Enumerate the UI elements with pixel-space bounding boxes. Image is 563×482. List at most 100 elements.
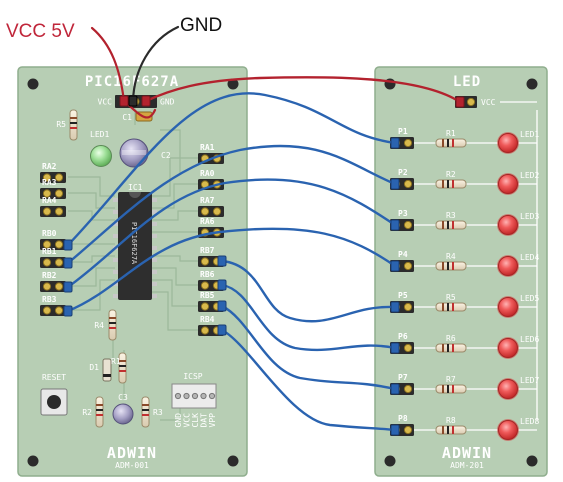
port-label: RB3 (42, 295, 57, 304)
ic-pin (152, 282, 157, 286)
ic-pin (113, 270, 118, 274)
port-ra4[interactable]: RA4 (40, 196, 66, 217)
icsp-label: ICSP (183, 372, 202, 381)
resistor (435, 343, 467, 353)
brand-label: ADWIN (107, 444, 157, 462)
resistor (435, 220, 467, 230)
port-label: RB2 (42, 271, 57, 280)
resistor (435, 138, 467, 148)
led-icon (498, 174, 518, 194)
ic-pin (113, 294, 118, 298)
d1-label: D1 (89, 363, 99, 372)
ic-pin (113, 222, 118, 226)
resistor-label: R8 (446, 416, 456, 425)
port-ra7[interactable]: RA7 (198, 196, 224, 217)
port-label: RB7 (200, 246, 215, 255)
mount-hole (27, 455, 39, 467)
resistor-label: R7 (446, 375, 456, 384)
power-led (90, 145, 112, 167)
r5-label: R5 (56, 120, 66, 129)
resistor-label: R4 (446, 252, 456, 261)
wire-rb1-p2[interactable] (66, 144, 397, 265)
led-icon (498, 379, 518, 399)
resistor-r3 (141, 396, 150, 428)
ic-pin (152, 258, 157, 262)
resistor-label: R2 (446, 170, 456, 179)
port-label: RA1 (200, 143, 215, 152)
wire-vcc-link[interactable] (144, 76, 462, 104)
icsp-pin-label: VPP (208, 413, 217, 428)
wire-plug (63, 239, 73, 251)
resistor (435, 179, 467, 189)
ic-pin (113, 258, 118, 262)
header-gnd-label: GND (160, 98, 175, 107)
led-board-title: LED (453, 74, 481, 90)
pin-label: P6 (398, 332, 408, 341)
port-rb2[interactable]: RB2 (40, 271, 66, 292)
wire-rb7-p5[interactable] (220, 259, 397, 323)
resistor-label: R1 (446, 129, 456, 138)
port-ra3[interactable]: RA3 (40, 178, 66, 199)
r1-label: R1 (111, 357, 121, 366)
led-label: LED8 (520, 417, 539, 426)
pin-label: P7 (398, 373, 408, 382)
led-label: LED3 (520, 212, 539, 221)
ic-pin (152, 210, 157, 214)
pin-label: P3 (398, 209, 408, 218)
led-label: LED7 (520, 376, 539, 385)
led1-label: LED1 (90, 130, 109, 139)
wire-plug (390, 178, 400, 190)
r2-label: R2 (82, 408, 92, 417)
icsp-pin-label: CLK (191, 413, 200, 428)
mount-hole (227, 78, 239, 90)
c2-label: C2 (161, 151, 171, 160)
port-rb1[interactable]: RB1 (40, 247, 66, 268)
resistor-r5 (69, 109, 78, 141)
pin-label: P4 (398, 250, 408, 259)
pin-label: P2 (398, 168, 408, 177)
wire-rb0-p1[interactable] (66, 92, 397, 247)
port-label: RB0 (42, 229, 57, 238)
mount-hole (384, 455, 396, 467)
resistor-r2 (95, 396, 104, 428)
ic-pin (152, 222, 157, 226)
icsp-pin-label: DAT (200, 413, 209, 428)
wire-rb5-p7[interactable] (220, 304, 397, 391)
ic-label: IC1 (128, 183, 143, 192)
led-label: LED2 (520, 171, 539, 180)
led-icon (498, 420, 518, 440)
resistor (435, 302, 467, 312)
port-ra2[interactable]: RA2 (40, 162, 66, 183)
wire-rb3-p4[interactable] (66, 227, 397, 313)
wire-rb2-p3[interactable] (66, 178, 397, 289)
wire-plug (217, 324, 227, 336)
wire-plug (63, 281, 73, 293)
port-rb3[interactable]: RB3 (40, 295, 66, 316)
wire-plug (119, 95, 129, 107)
wire-plug (390, 301, 400, 313)
wire-gnd[interactable] (131, 25, 180, 103)
icsp-pin (183, 392, 190, 400)
reset-label: RESET (42, 373, 66, 382)
wire-plug (217, 279, 227, 291)
wire-plug (63, 305, 73, 317)
wire-plug (63, 257, 73, 269)
ic-pin (152, 294, 157, 298)
port-label: RA6 (200, 217, 215, 226)
led-label: LED6 (520, 335, 539, 344)
led-label: LED5 (520, 294, 539, 303)
port-rb0[interactable]: RB0 (40, 229, 66, 250)
ic-pin (152, 246, 157, 250)
port-label: RB1 (42, 247, 57, 256)
led-label: LED4 (520, 253, 539, 262)
wire-rb4-p8[interactable] (220, 328, 397, 432)
wire-rb6-p6[interactable] (220, 283, 397, 352)
led-icon (498, 215, 518, 235)
c3-label: C3 (118, 393, 128, 402)
vcc-label: VCC (481, 98, 496, 107)
wire-plug (217, 255, 227, 267)
wire-plug (390, 137, 400, 149)
wire-vcc-5v[interactable] (90, 26, 126, 103)
